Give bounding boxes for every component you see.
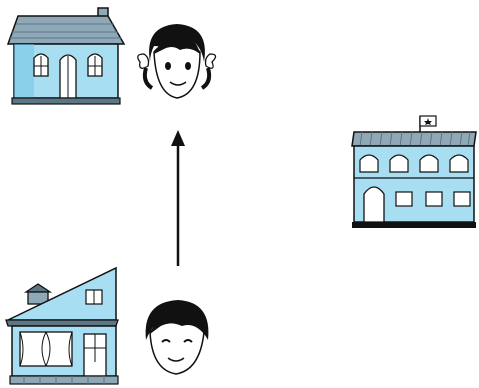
girl-face-icon [132, 18, 222, 104]
arrow-up-icon [168, 130, 188, 268]
house-bottom-left-icon [4, 264, 122, 386]
boy-face-icon [138, 296, 216, 378]
house-top-left-icon [6, 6, 126, 106]
school-building-icon [350, 112, 478, 230]
